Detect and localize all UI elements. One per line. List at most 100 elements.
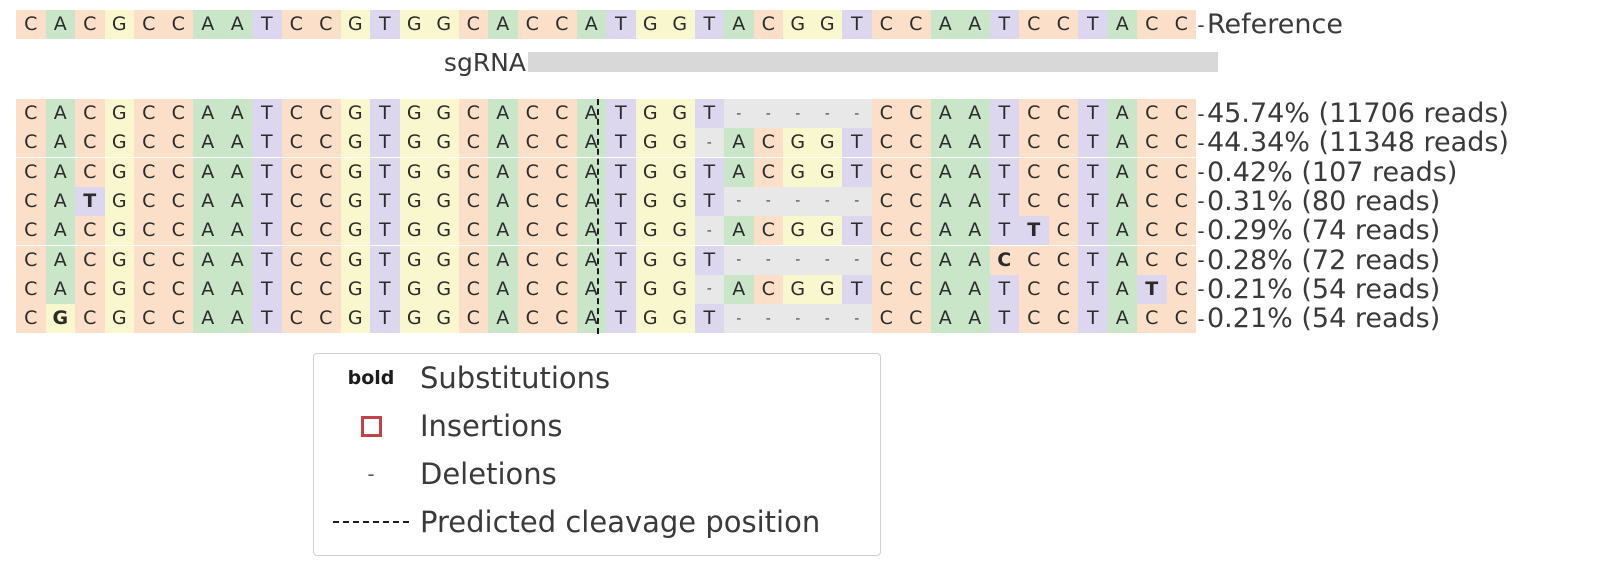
base-cell-A: A — [193, 186, 223, 216]
base-cell-G: G — [429, 99, 459, 128]
base-cell-A: A — [45, 157, 75, 187]
base-cell-G: G — [399, 216, 429, 246]
base-cell-G: G — [399, 186, 429, 216]
base-cell-C: C — [1137, 216, 1167, 246]
base-cell-C: C — [134, 245, 164, 275]
base-cell-C: C — [753, 128, 783, 158]
base-cell-C: C — [281, 304, 311, 334]
base-cell-C: C — [16, 216, 46, 246]
base-cell-C: C — [517, 245, 547, 275]
deletion-cell: - — [812, 245, 842, 275]
base-cell-C: C — [871, 216, 901, 246]
base-cell-T: T — [842, 216, 872, 246]
base-cell-A: A — [576, 274, 606, 304]
base-cell-C: C — [1019, 99, 1049, 128]
base-cell-T: T — [75, 186, 105, 216]
base-cell-T: T — [370, 99, 400, 128]
base-cell-T: T — [606, 10, 636, 39]
base-cell-A: A — [488, 274, 518, 304]
base-cell-C: C — [281, 10, 311, 39]
base-cell-A: A — [960, 99, 990, 128]
base-cell-T: T — [252, 99, 282, 128]
base-cell-C: C — [871, 186, 901, 216]
base-cell-C: C — [134, 304, 164, 334]
base-cell-G: G — [340, 99, 370, 128]
base-cell-C: C — [458, 99, 488, 128]
base-cell-C: C — [458, 128, 488, 158]
base-cell-C: C — [311, 216, 341, 246]
base-cell-A: A — [930, 186, 960, 216]
base-cell-T: T — [694, 245, 724, 275]
base-cell-T: T — [606, 157, 636, 187]
base-cell-G: G — [635, 128, 665, 158]
base-cell-T: T — [1078, 186, 1108, 216]
deletion-cell: - — [812, 186, 842, 216]
base-cell-A: A — [724, 157, 754, 187]
base-cell-T: T — [606, 99, 636, 128]
base-cell-A: A — [488, 245, 518, 275]
base-cell-A: A — [724, 128, 754, 158]
base-cell-C: C — [1019, 304, 1049, 334]
base-cell-C: C — [458, 304, 488, 334]
base-cell-G: G — [783, 216, 813, 246]
base-cell-G: G — [783, 274, 813, 304]
base-cell-C: C — [547, 157, 577, 187]
base-cell-A: A — [1107, 304, 1137, 334]
base-cell-C: C — [163, 99, 193, 128]
base-cell-C: C — [517, 157, 547, 187]
row-end-dash: - — [1197, 12, 1205, 37]
base-cell-A: A — [576, 128, 606, 158]
base-cell-A: A — [930, 216, 960, 246]
allele-frequency-label: 0.29% (74 reads) — [1207, 215, 1441, 247]
base-cell-T: T — [370, 186, 400, 216]
base-cell-A: A — [222, 274, 252, 304]
base-cell-C: C — [458, 157, 488, 187]
base-cell-C: C — [1048, 274, 1078, 304]
base-cell-C: C — [75, 99, 105, 128]
base-cell-G: G — [635, 274, 665, 304]
base-cell-G: G — [340, 216, 370, 246]
base-cell-A: A — [930, 99, 960, 128]
base-cell-G: G — [635, 186, 665, 216]
base-cell-A: A — [576, 304, 606, 334]
base-cell-G: G — [340, 128, 370, 158]
base-cell-T: T — [252, 245, 282, 275]
base-cell-C: C — [16, 157, 46, 187]
base-cell-T: T — [252, 10, 282, 39]
base-cell-C: C — [517, 216, 547, 246]
deletion-cell: - — [753, 304, 783, 334]
row-end-dash: - — [1197, 277, 1205, 302]
base-cell-A: A — [930, 128, 960, 158]
base-cell-C: C — [311, 245, 341, 275]
base-cell-A: A — [45, 274, 75, 304]
deletion-cell: - — [753, 99, 783, 128]
base-cell-C: C — [16, 304, 46, 334]
base-cell-C: C — [16, 99, 46, 128]
base-cell-G: G — [104, 245, 134, 275]
base-cell-C: C — [16, 10, 46, 39]
base-cell-T: T — [370, 157, 400, 187]
base-cell-C: C — [458, 216, 488, 246]
base-cell-A: A — [222, 304, 252, 334]
base-cell-G: G — [635, 157, 665, 187]
base-cell-T: T — [370, 274, 400, 304]
allele-frequency-label: 0.31% (80 reads) — [1207, 185, 1441, 217]
base-cell-C: C — [281, 274, 311, 304]
base-cell-C: C — [1019, 274, 1049, 304]
predicted-cleavage-line — [597, 99, 599, 334]
base-cell-C: C — [871, 274, 901, 304]
deletion-cell: - — [724, 304, 754, 334]
base-cell-G: G — [399, 10, 429, 39]
deletion-cell: - — [783, 186, 813, 216]
base-cell-T: T — [606, 186, 636, 216]
base-cell-A: A — [222, 99, 252, 128]
base-cell-A: A — [1107, 128, 1137, 158]
base-cell-G: G — [635, 10, 665, 39]
base-cell-T: T — [252, 304, 282, 334]
base-cell-C: C — [311, 274, 341, 304]
base-cell-G: G — [104, 10, 134, 39]
base-cell-C: C — [1048, 128, 1078, 158]
base-cell-A: A — [724, 274, 754, 304]
